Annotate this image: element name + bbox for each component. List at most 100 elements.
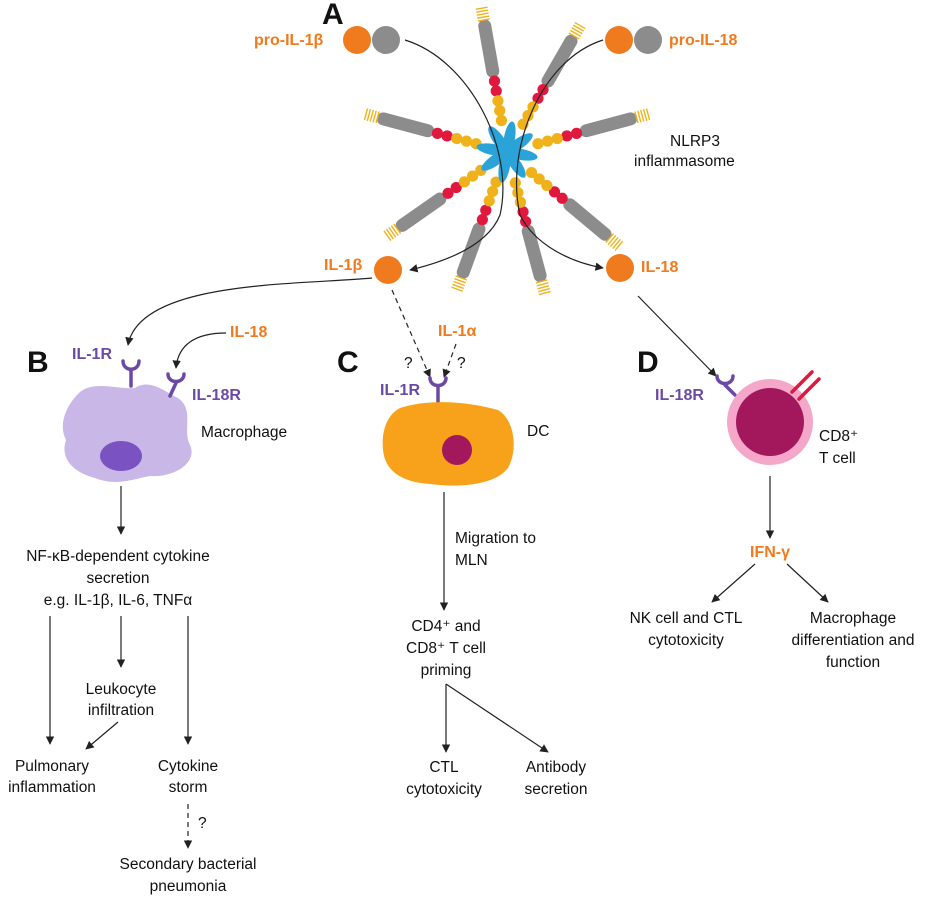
nlrp3-arm-rod <box>456 222 486 279</box>
inflammasome-bead <box>487 185 499 198</box>
panel-label-a: A <box>322 0 344 31</box>
inflammasome-bead <box>561 130 573 142</box>
inflammasome-bead <box>570 127 583 139</box>
inflammasome-bead <box>488 75 501 87</box>
ctl-line1: CTL <box>429 759 459 776</box>
il1r-receptor-icon <box>121 359 141 388</box>
arrow-leukocyte-to-pulmonary <box>85 721 119 750</box>
ctl-line2: cytotoxicity <box>406 781 482 798</box>
nlrp3-arm-rod <box>478 19 500 78</box>
arrow-il1b-to-dc <box>391 289 431 378</box>
il18r-receptor-icon <box>166 372 186 398</box>
panel-label-d: D <box>637 346 659 379</box>
question-mark-c2: ? <box>457 355 466 372</box>
nlrp3-lrr-stripe <box>637 110 642 123</box>
inflammasome-bead <box>451 132 463 145</box>
nlrp3-arm-rod <box>376 112 435 138</box>
nlrp3-label-line1: NLRP3 <box>670 133 720 150</box>
pro-il18-grey-domain <box>634 26 662 54</box>
nlrp3-arm-rod <box>579 112 638 138</box>
arrow-ifn-to-nk <box>711 563 756 603</box>
nlrp3-lrr-stripe <box>640 109 645 122</box>
pulmonary-line2: inflammation <box>8 779 96 796</box>
inflammasome-bead <box>490 85 502 97</box>
inflammasome-bead <box>533 173 545 185</box>
priming-line2: CD8⁺ T cell <box>406 640 486 657</box>
dc-label: DC <box>527 423 549 440</box>
nlrp3-lrr-stripe <box>574 21 586 30</box>
nlrp3-lrr-stripe <box>642 109 648 121</box>
migration-line2: MLN <box>455 552 488 569</box>
arrow-pro-il1b-to-il1b <box>404 39 504 273</box>
nlrp3-lrr-stripe <box>375 111 380 124</box>
nfkb-line2: secretion <box>87 570 150 587</box>
nlrp3-lrr-stripe <box>454 278 467 284</box>
inflammasome-bead <box>541 179 553 192</box>
il1b-label: IL-1β <box>324 257 362 274</box>
il1b-molecule <box>374 256 402 284</box>
migration-line1: Migration to <box>455 530 536 547</box>
il18r-label-b: IL-18R <box>192 387 241 404</box>
pro-il1b-grey-domain <box>372 26 400 54</box>
macrophage-label: Macrophage <box>201 424 287 441</box>
inflammasome-bead <box>466 170 479 182</box>
nlrp3-arm-rod <box>541 34 578 88</box>
pulmonary-line1: Pulmonary <box>15 758 89 775</box>
inflammasome-bead <box>532 138 544 150</box>
il18r-label-d: IL-18R <box>655 387 704 404</box>
nlrp3-lrr-stripe <box>475 6 488 10</box>
storm-line1: Cytokine <box>158 758 218 775</box>
inflammasome-bead <box>483 195 495 207</box>
pro-il18-orange-domain <box>605 26 633 54</box>
nlrp3-lrr-stripe <box>455 275 468 281</box>
mac-diff-line3: function <box>826 654 880 671</box>
nlrp3-lrr-stripe <box>477 18 490 22</box>
antibody-line2: secretion <box>525 781 588 798</box>
inflammasome-bead <box>541 135 554 147</box>
nlrp3-lrr-stripe <box>477 15 490 19</box>
dc-nucleus <box>442 435 472 465</box>
inflammasome-bead <box>442 187 454 199</box>
inflammasome-bead <box>490 176 502 188</box>
asc-core-petal <box>504 133 533 155</box>
leukocyte-line1: Leukocyte <box>86 681 157 698</box>
nlrp3-lrr-stripe <box>572 24 585 32</box>
nlrp3-lrr-stripe <box>383 230 392 242</box>
nlrp3-lrr-stripe <box>363 108 369 121</box>
nk-line1: NK cell and CTL <box>630 610 743 627</box>
arrow-ifn-to-macrophage <box>786 563 829 603</box>
nlrp3-lrr-stripe <box>634 111 639 124</box>
inflammasome-bead <box>480 204 492 216</box>
nlrp3-lrr-stripe <box>645 108 651 121</box>
nlrp3-lrr-stripe <box>452 283 464 290</box>
nlrp3-arm-rod <box>395 192 447 232</box>
antibody-line1: Antibody <box>526 759 587 776</box>
nlrp3-lrr-stripe <box>537 285 550 290</box>
inflammasome-bead <box>450 181 462 194</box>
inflammasome-bead <box>494 105 506 117</box>
nlrp3-lrr-stripe <box>607 235 617 246</box>
macrophage-cell <box>62 384 192 482</box>
nlrp3-lrr-stripe <box>609 236 619 248</box>
inflammasome-bead <box>548 186 561 198</box>
il18r-receptor-icon-d <box>715 374 737 397</box>
nlrp3-inflammasome <box>363 6 651 296</box>
il18-molecule <box>606 254 634 282</box>
inflammasome-bead <box>495 114 508 127</box>
il18-label: IL-18 <box>641 259 678 276</box>
nlrp3-lrr-stripe <box>614 240 624 251</box>
inflammasome-bead <box>441 130 453 142</box>
nfkb-line1: NF-κB-dependent cytokine <box>26 548 210 565</box>
inflammasome-bead <box>520 215 532 228</box>
question-mark-b: ? <box>198 815 207 832</box>
inflammasome-bead <box>431 127 444 139</box>
panel-label-c: C <box>337 346 359 379</box>
nlrp3-lrr-stripe <box>369 109 374 122</box>
inflammasome-bead <box>551 132 563 145</box>
inflammasome-bead <box>509 177 521 189</box>
arrow-pro-il18-to-il18 <box>516 39 604 271</box>
panel-label-b: B <box>27 346 49 379</box>
secondary-line2: pneumonia <box>150 878 227 895</box>
nlrp3-lrr-stripe <box>571 27 583 35</box>
inflammasome-bead <box>460 135 473 147</box>
